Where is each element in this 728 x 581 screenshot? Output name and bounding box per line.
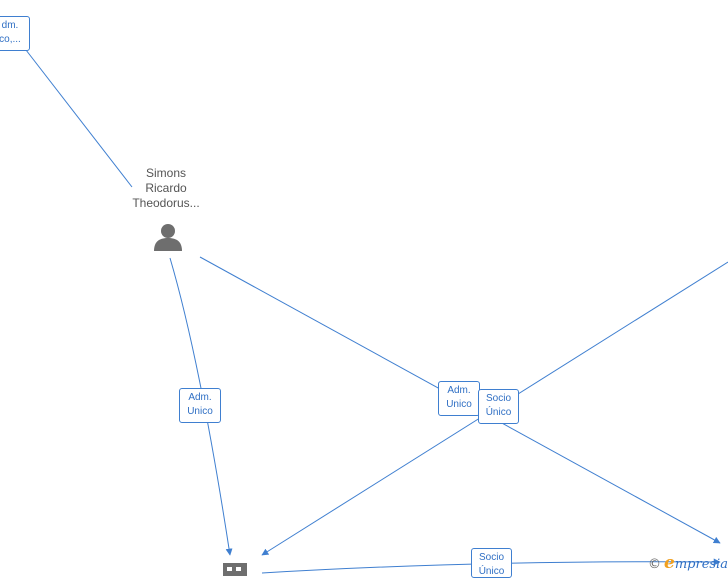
person-icon[interactable]: [152, 222, 184, 257]
building-icon-shape: [223, 563, 247, 576]
building-icon[interactable]: [222, 562, 248, 581]
brand-initial: e: [664, 553, 675, 573]
relation-label-center-adm[interactable]: Adm. Unico: [438, 381, 480, 416]
brand-name: mpresia: [674, 557, 728, 572]
edge-topleft-to-person: [25, 49, 133, 188]
relation-label-bottom-socio[interactable]: Socio Único: [471, 548, 512, 578]
person-name[interactable]: Simons Ricardo Theodorus...: [132, 166, 200, 210]
watermark: ©empresia: [648, 553, 728, 573]
copyright-icon: ©: [648, 557, 661, 572]
person-icon-shape: [154, 224, 182, 251]
relation-label-top-left[interactable]: dm. co,...: [0, 16, 30, 51]
relation-label-person-company[interactable]: Adm. Unico: [179, 388, 221, 423]
edge-person-to-company: [169, 257, 233, 556]
relation-label-center-socio[interactable]: Socio Único: [478, 389, 519, 424]
